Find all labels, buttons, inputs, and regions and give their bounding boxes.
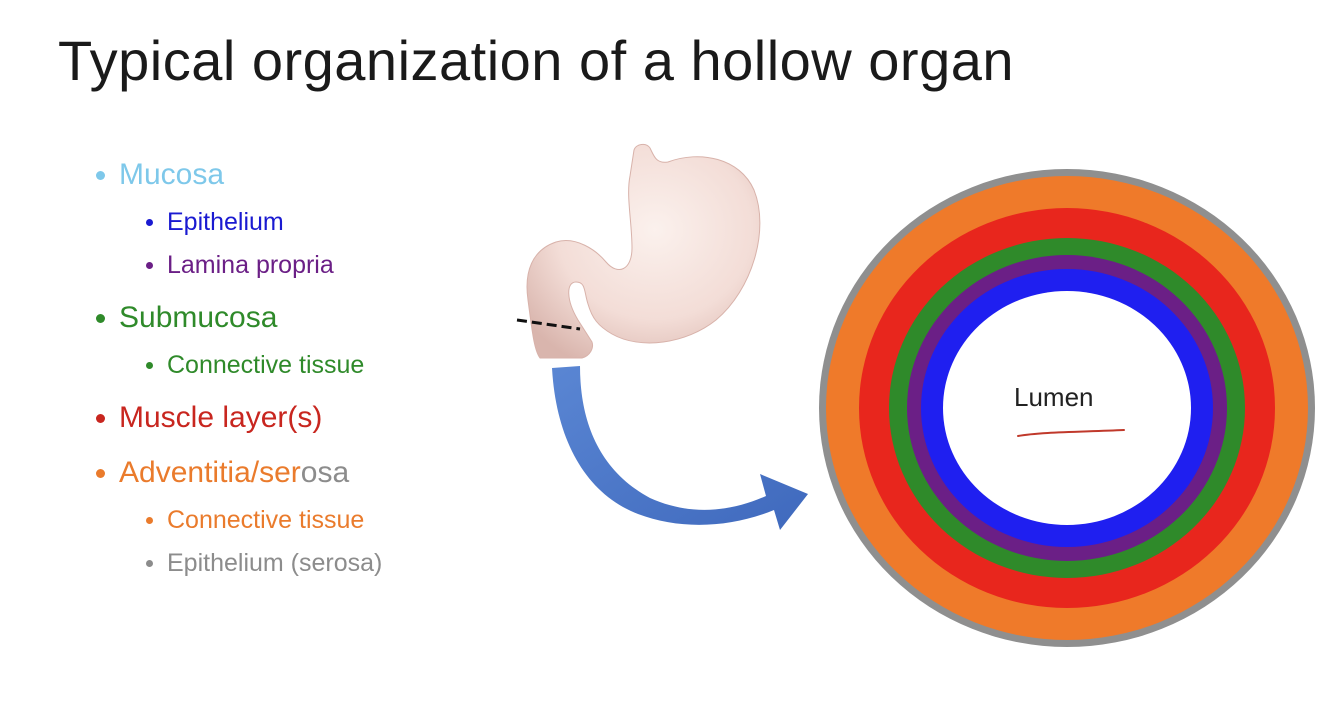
stomach-illustration (517, 144, 760, 358)
lumen-label: Lumen (1014, 382, 1094, 413)
curved-arrow (552, 366, 808, 530)
